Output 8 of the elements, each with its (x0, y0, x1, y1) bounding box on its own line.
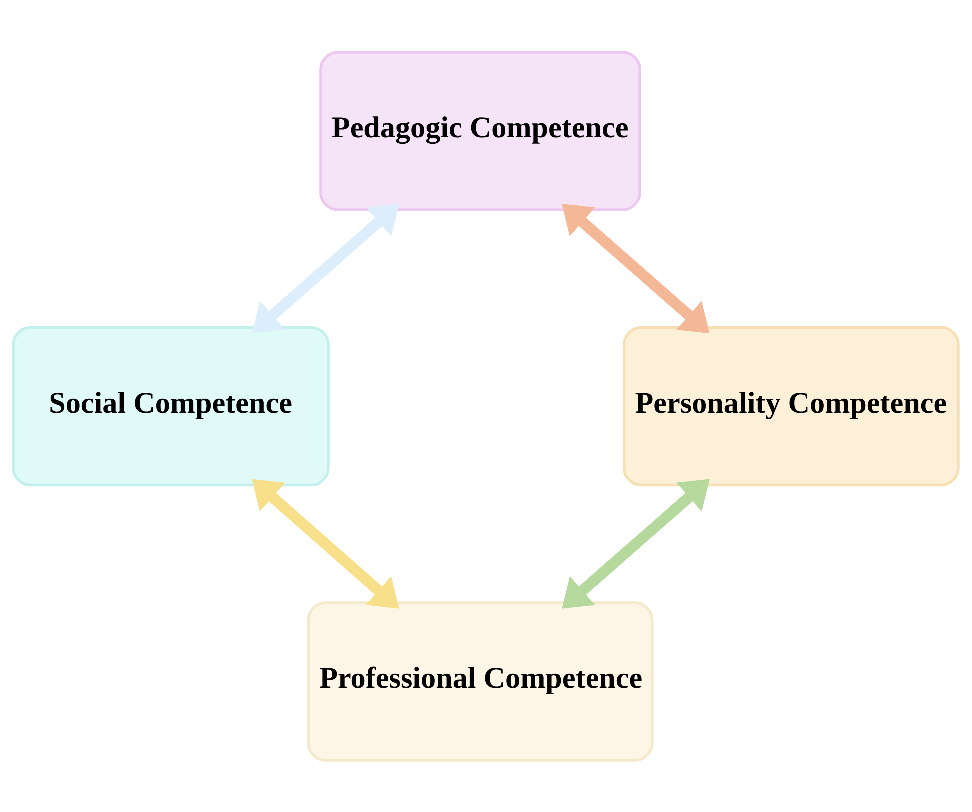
arrow (252, 204, 400, 334)
node-box: Personality Competence (622, 326, 960, 486)
arrow (252, 478, 400, 608)
arrow (562, 204, 710, 334)
arrow (562, 478, 710, 608)
node-box: Professional Competence (307, 601, 654, 762)
node-box: Social Competence (12, 326, 330, 486)
node-box: Pedagogic Competence (320, 50, 642, 211)
